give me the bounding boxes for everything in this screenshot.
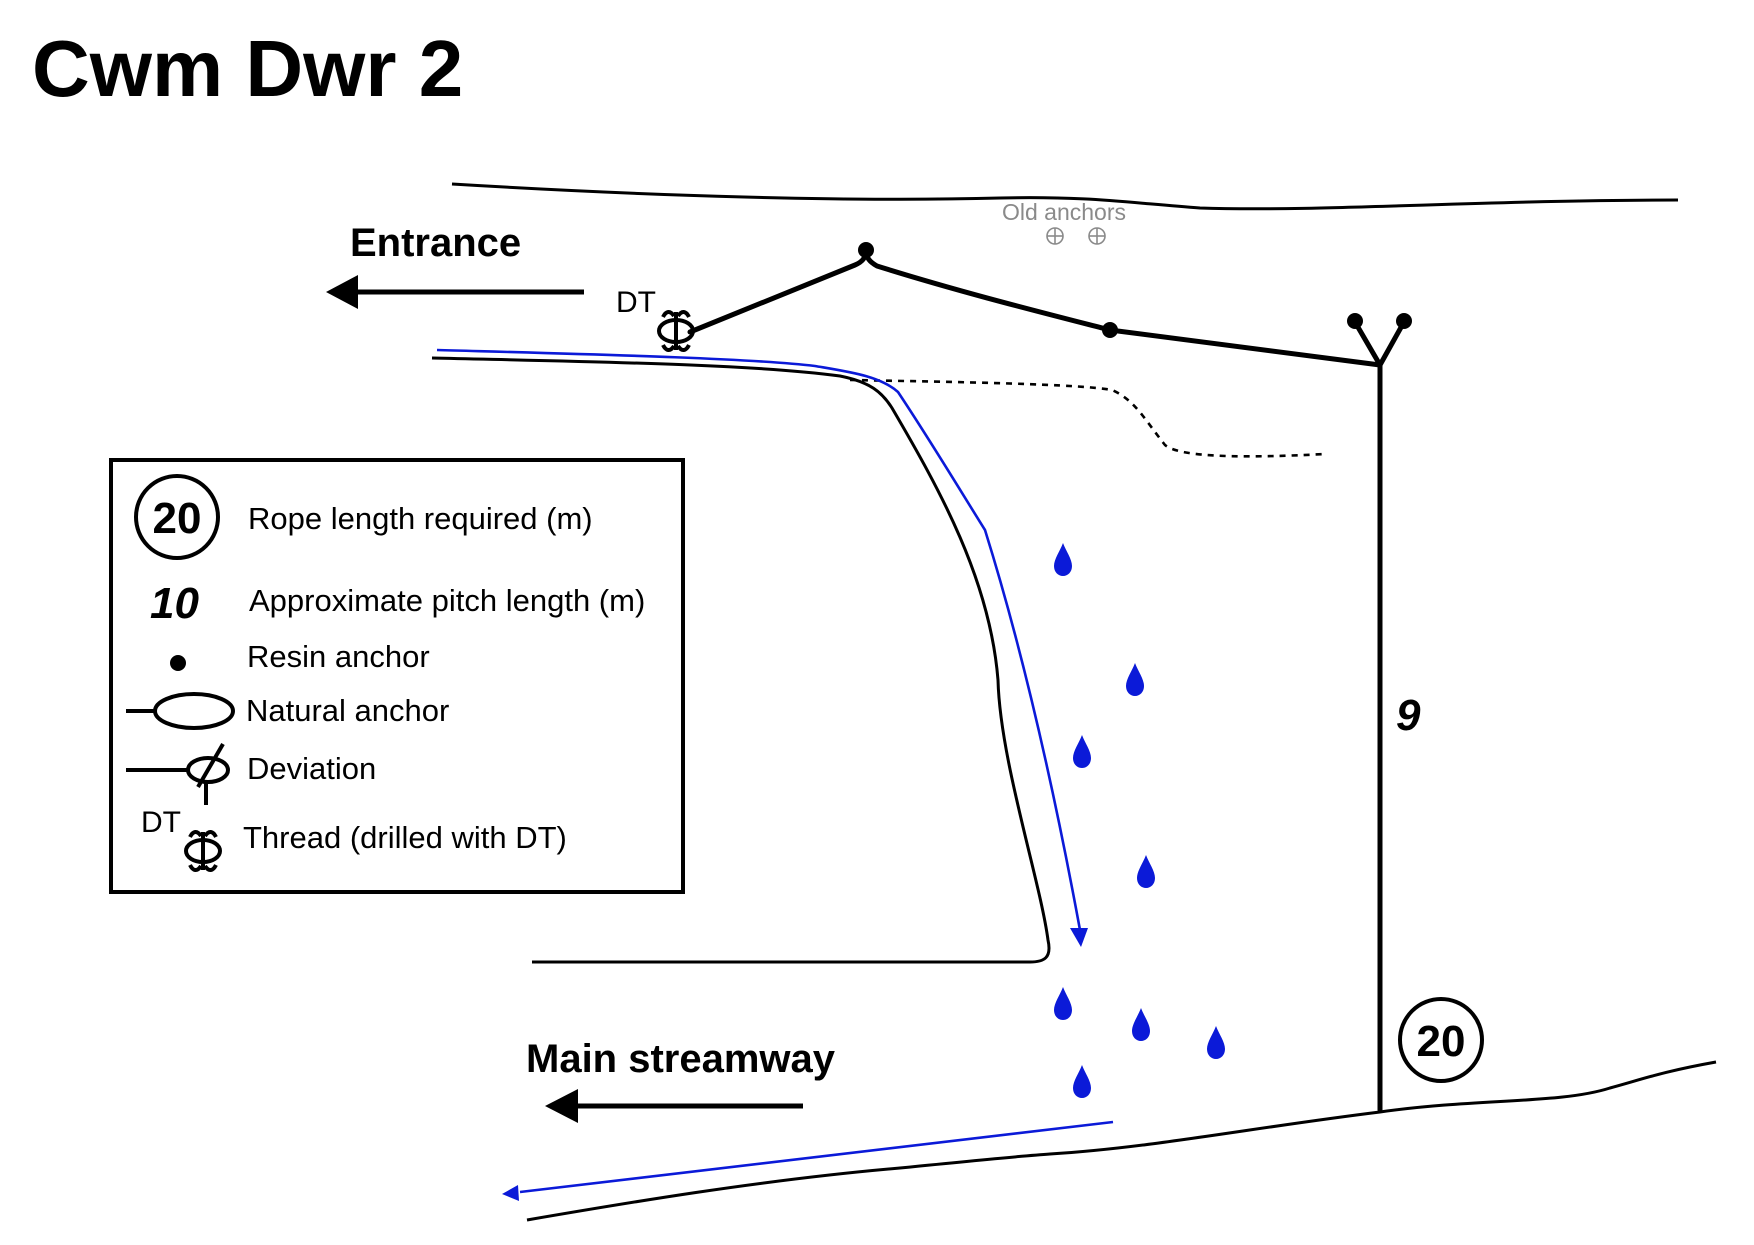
cave-floor-line (526, 1060, 1717, 1222)
legend-deviation-icon (126, 742, 230, 805)
streamway-water-line (519, 1120, 1114, 1194)
legend-resin-anchor-icon (170, 655, 186, 671)
pitch-wall-line (431, 356, 1051, 964)
entrance-label: Entrance (350, 221, 521, 265)
old-anchor-icon (1046, 227, 1064, 245)
y-hang-line (1352, 319, 1407, 368)
streamway-arrow-icon (545, 1089, 803, 1123)
old-anchor-icon (1088, 227, 1106, 245)
pitch-length-label: 9 (1396, 691, 1421, 740)
water-drop-icon (1132, 1008, 1150, 1041)
cave-roof-line (451, 182, 1679, 211)
legend-thread-dt-label: DT (141, 806, 181, 839)
rope-length-badge: 20 (1398, 997, 1484, 1083)
resin-anchor-icon (1102, 322, 1118, 338)
legend-pitch-length-text: Approximate pitch length (m) (249, 583, 645, 618)
water-drop-icon (1137, 855, 1155, 888)
water-flow-arrowhead (1070, 928, 1088, 947)
resin-anchor-icon (858, 242, 874, 258)
water-drop-icon (1207, 1026, 1225, 1059)
water-drop-icon (1054, 987, 1072, 1020)
thread-icon (657, 310, 695, 352)
rope-length-value: 20 (1417, 1017, 1466, 1066)
legend-box: 20 Rope length required (m) 10 Approxima… (109, 458, 685, 894)
water-drop-icon (1073, 1065, 1091, 1098)
resin-anchor-icon (1396, 313, 1412, 329)
old-anchors-label: Old anchors (1002, 199, 1126, 225)
rigging-rope-line (687, 247, 1383, 1113)
legend-rope-length-icon: 20 (134, 474, 220, 560)
streamway-water-arrowhead (502, 1185, 519, 1201)
legend-resin-anchor-text: Resin anchor (247, 639, 430, 674)
legend-deviation-text: Deviation (247, 751, 376, 786)
legend-pitch-length-symbol: 10 (150, 579, 199, 628)
legend-rope-length-symbol: 20 (153, 494, 202, 543)
legend-natural-anchor-icon (126, 692, 235, 730)
legend-natural-anchor-text: Natural anchor (246, 693, 449, 728)
water-flow-line (436, 348, 1082, 931)
legend-thread-icon (184, 830, 222, 872)
resin-anchor-icon (1347, 313, 1363, 329)
legend-thread-text: Thread (drilled with DT) (243, 820, 567, 855)
water-drop-icon (1054, 543, 1072, 576)
diagram-title: Cwm Dwr 2 (32, 24, 463, 113)
water-drop-icon (1126, 663, 1144, 696)
water-drop-icon (1073, 735, 1091, 768)
entrance-arrow-icon (326, 275, 584, 309)
legend-rope-length-text: Rope length required (m) (248, 501, 593, 536)
dt-label: DT (616, 286, 656, 319)
ledge-dashed-line (849, 378, 1326, 458)
main-streamway-label: Main streamway (526, 1037, 836, 1081)
